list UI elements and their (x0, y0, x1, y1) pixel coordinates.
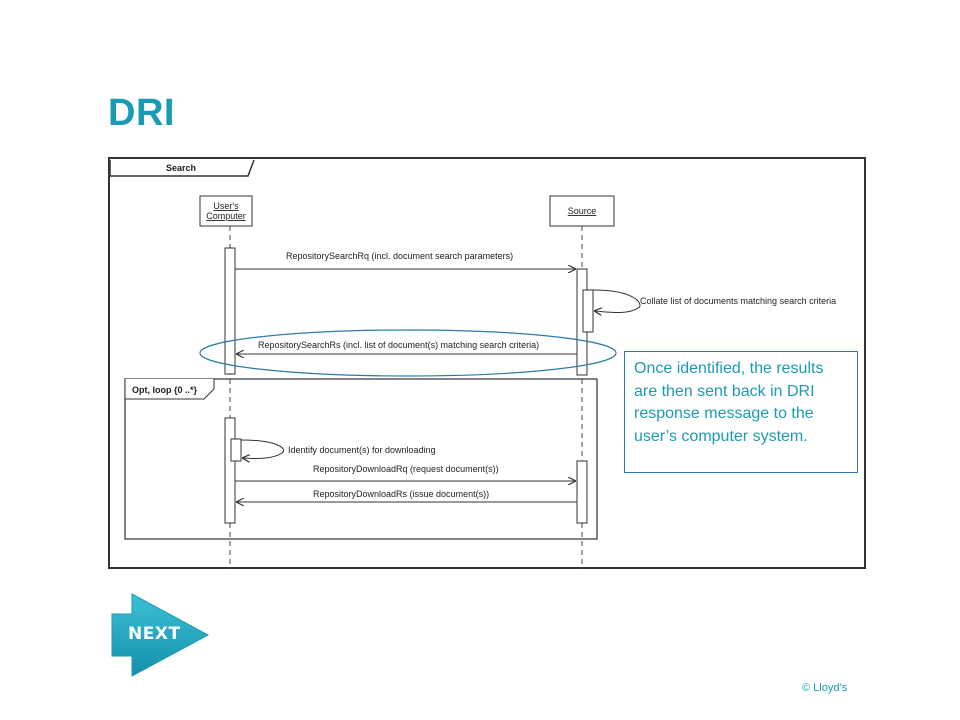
fragment-opt-loop (124, 378, 598, 540)
frame-label: Search (166, 163, 196, 173)
activation-source-2 (576, 460, 588, 524)
self-message-identify (240, 439, 284, 458)
message-label-download-rs: RepositoryDownloadRs (issue document(s)) (313, 489, 489, 499)
next-arrow-icon (111, 593, 210, 677)
next-button[interactable]: NEXT (110, 592, 210, 678)
highlight-ellipse (199, 329, 617, 377)
message-label-collate: Collate list of documents matching searc… (640, 296, 836, 306)
slide-title: DRI (108, 92, 175, 134)
fragment-label: Opt, loop {0 ..*} (132, 385, 198, 395)
message-label-identify: Identify document(s) for downloading (288, 445, 436, 455)
activation-source-self (582, 289, 594, 333)
frame-tab (109, 159, 255, 177)
copyright: © Lloyd’s (802, 682, 848, 694)
message-label-search-rq: RepositorySearchRq (incl. document searc… (286, 251, 513, 261)
lifeline-head-users-computer (199, 195, 253, 227)
fragment-tab (124, 379, 215, 400)
activation-user-2 (224, 417, 236, 524)
lifeline-label-line2: Computer (206, 211, 246, 221)
callout-box: Once identified, the results are then se… (624, 351, 858, 473)
activation-user-1 (224, 247, 236, 375)
message-label-download-rq: RepositoryDownloadRq (request document(s… (313, 464, 499, 474)
lifeline-label-source: Source (568, 206, 597, 216)
lifeline-label-line1: User's (213, 201, 239, 211)
activation-user-self (230, 438, 242, 462)
message-label-search-rs: RepositorySearchRs (incl. list of docume… (258, 340, 539, 350)
next-label: NEXT (128, 624, 181, 644)
self-message-collate (592, 289, 641, 313)
sequence-diagram: Search User's Computer Source Repository… (109, 159, 836, 569)
